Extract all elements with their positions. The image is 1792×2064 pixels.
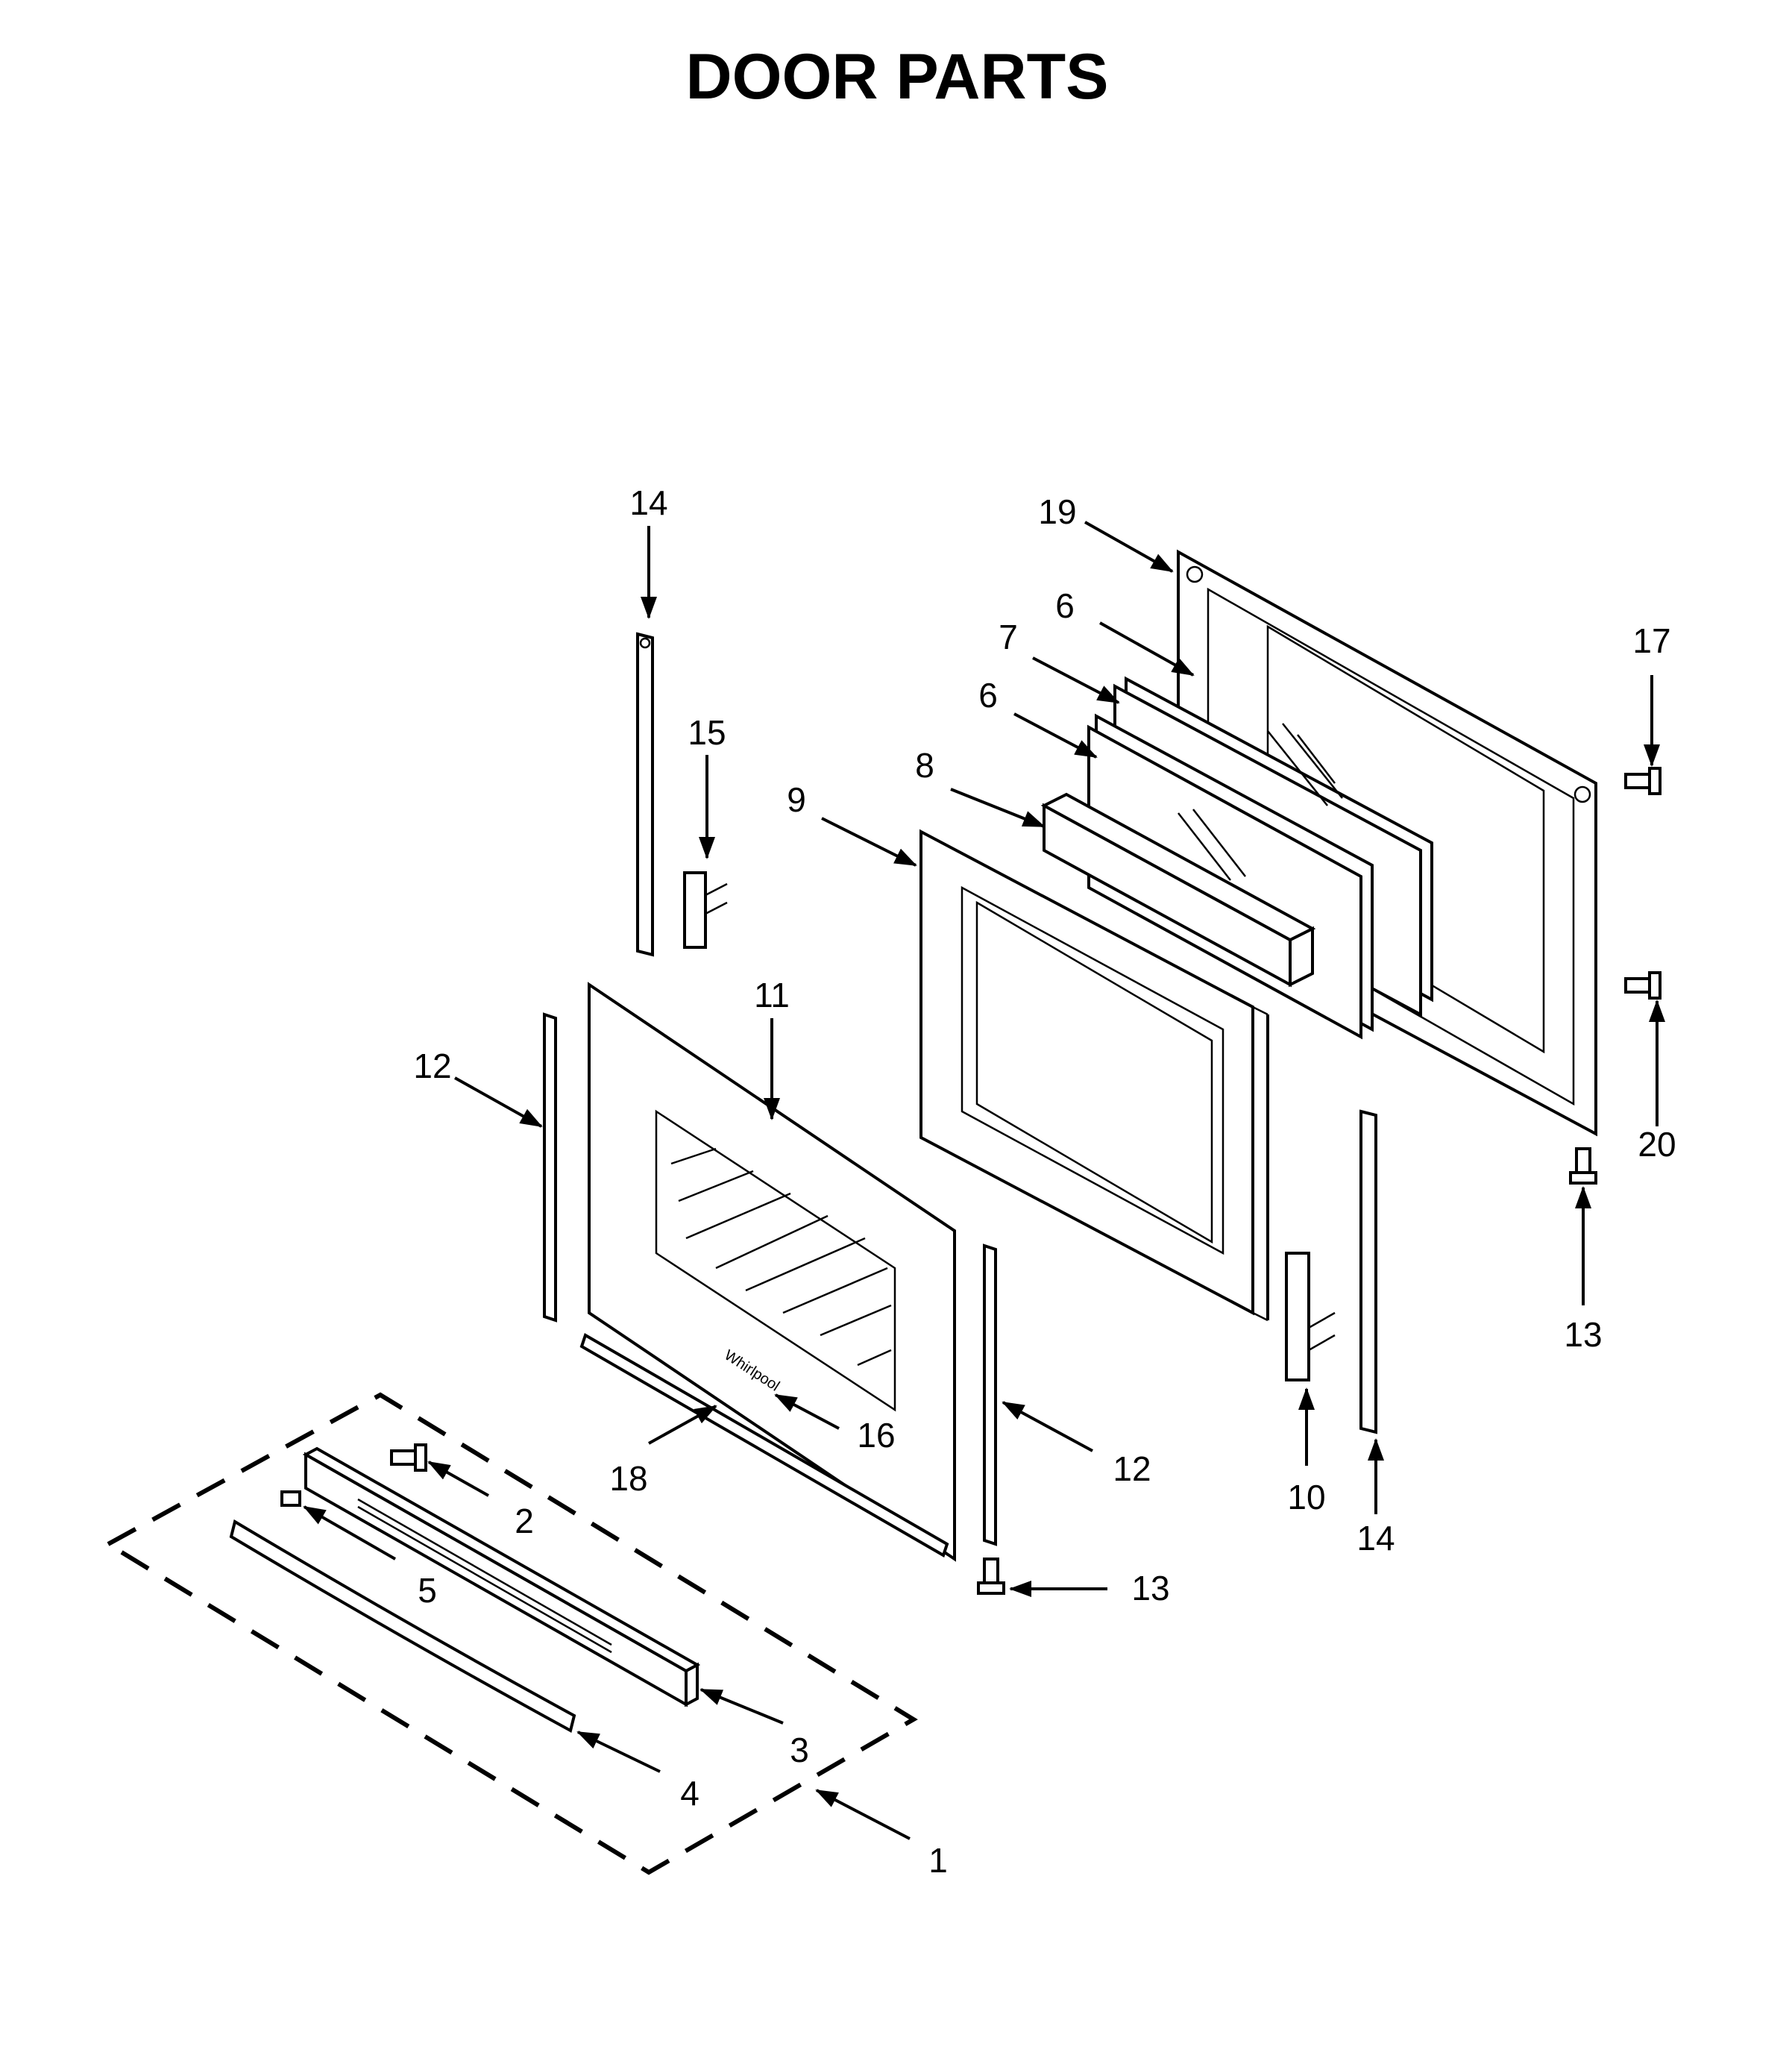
screw-2-icon (390, 1443, 427, 1472)
hinge-channel-right (1359, 1109, 1377, 1434)
door-liner-frame (919, 829, 1269, 1322)
callout-13-lower: 13 (1131, 1569, 1169, 1607)
handle-end-cap-icon (280, 1490, 301, 1507)
side-trim-right (983, 1243, 997, 1546)
callout-14-top: 14 (629, 483, 667, 522)
handle-assembly (103, 1392, 918, 1875)
outer-door-panel: Whirlpool (588, 982, 956, 1562)
callout-8: 8 (915, 746, 934, 785)
window-hatch-icon (670, 1147, 892, 1367)
callout-19: 19 (1038, 492, 1076, 531)
callout-11: 11 (754, 976, 790, 1014)
callout-4: 4 (680, 1774, 699, 1813)
door-hinge-right (1285, 1252, 1336, 1381)
leader-lines (303, 521, 1665, 1840)
callout-5: 5 (418, 1571, 437, 1610)
callout-6-upper: 6 (1055, 586, 1075, 625)
callout-16: 16 (857, 1416, 895, 1455)
glass-reflection-icon (1178, 723, 1343, 881)
callout-15: 15 (688, 713, 726, 752)
callout-labels: 14 15 19 6 7 6 8 9 11 12 17 20 13 10 14 … (413, 483, 1676, 1880)
callout-2: 2 (515, 1502, 534, 1540)
door-handle (229, 1519, 576, 1733)
screw-17-icon (1624, 767, 1661, 795)
handle-vent-slots-icon (357, 1498, 612, 1654)
callout-14-bottom: 14 (1356, 1519, 1395, 1558)
callout-17: 17 (1632, 621, 1670, 660)
callout-3: 3 (790, 1731, 809, 1769)
callout-10: 10 (1287, 1478, 1325, 1516)
hinge-channel-left (636, 632, 654, 957)
callout-20: 20 (1638, 1125, 1676, 1164)
callout-18: 18 (609, 1459, 647, 1498)
callout-13-right: 13 (1564, 1315, 1602, 1354)
door-hinge-left (683, 871, 728, 949)
screw-13-right-icon (1569, 1147, 1597, 1185)
callout-12-right: 12 (1113, 1449, 1151, 1488)
bottom-door-trim (579, 1333, 949, 1558)
callout-1: 1 (928, 1841, 948, 1880)
page-title: DOOR PARTS (686, 41, 1109, 113)
door-insulation-block (1040, 792, 1316, 988)
callout-9: 9 (787, 780, 806, 819)
screw-20-icon (1624, 971, 1661, 1000)
screw-13-lower-icon (977, 1558, 1005, 1595)
callout-7: 7 (999, 618, 1018, 656)
side-trim-left (543, 1012, 557, 1323)
callout-6-lower: 6 (978, 676, 998, 715)
callout-12-left: 12 (413, 1047, 451, 1085)
